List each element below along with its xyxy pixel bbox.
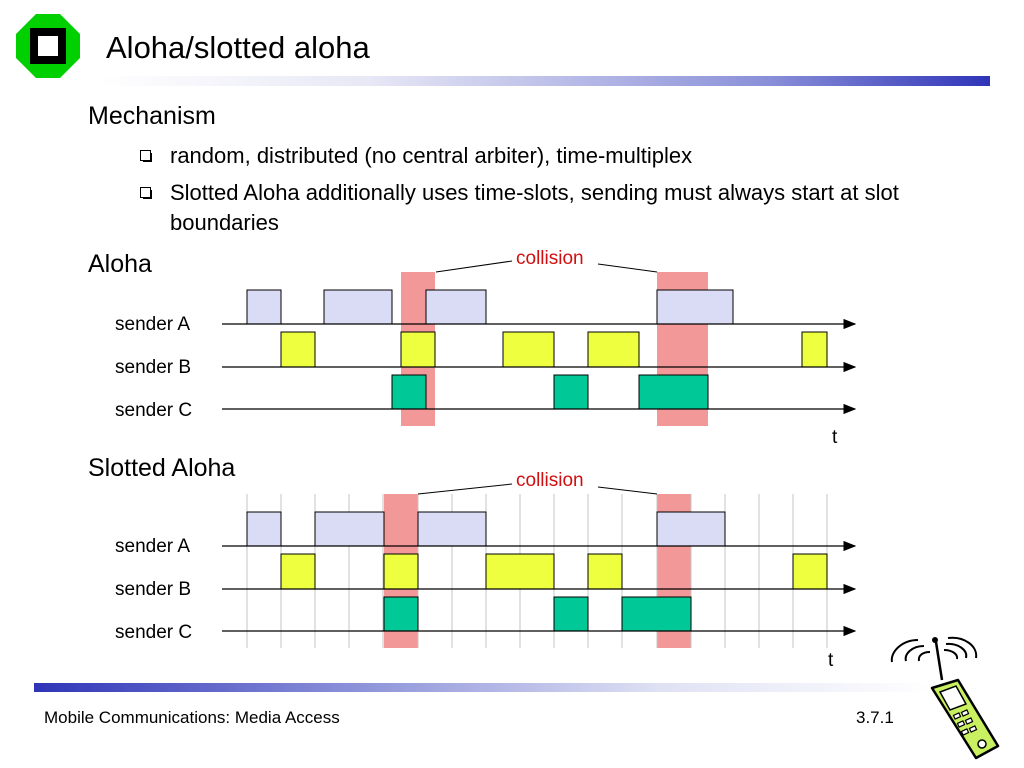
- packet: [656, 511, 726, 547]
- packet: [383, 553, 419, 590]
- packet: [587, 331, 640, 368]
- slotted-sender-c-packets: [383, 596, 692, 632]
- bullet-item: random, distributed (no central arbiter)…: [140, 141, 920, 171]
- aloha-collision-pointer: [597, 263, 658, 273]
- packet: [621, 596, 692, 632]
- footer-course-title: Mobile Communications: Media Access: [44, 708, 340, 727]
- slotted-collision-pointer: [417, 483, 513, 495]
- packet: [553, 596, 589, 632]
- slotted-collision-label: collision: [516, 470, 584, 491]
- packet: [502, 331, 555, 368]
- packet: [246, 511, 282, 547]
- packet: [246, 289, 282, 325]
- slotted-sender-b-packets: [280, 553, 828, 590]
- footer-slide-number: 3.7.1: [856, 708, 894, 727]
- aloha-sender-c-packets: [391, 374, 709, 410]
- slotted-sender-a-label: sender A: [115, 536, 190, 557]
- packet: [553, 374, 589, 410]
- university-logo-icon: [16, 14, 80, 78]
- aloha-sender-c-label: sender C: [115, 400, 193, 421]
- packet: [638, 374, 709, 410]
- aloha-collision-pointer: [435, 260, 513, 273]
- checkbox-bullet-icon: [140, 187, 152, 199]
- title-gradient-bar: [100, 76, 990, 86]
- aloha-sender-b-packets: [280, 331, 828, 368]
- bullet-text: random, distributed (no central arbiter)…: [170, 143, 693, 168]
- packet: [656, 289, 734, 325]
- packet: [383, 596, 419, 632]
- packet: [280, 331, 316, 368]
- bullet-item: Slotted Aloha additionally uses time-slo…: [140, 178, 920, 238]
- packet: [391, 374, 427, 410]
- packet: [425, 289, 487, 325]
- bullet-text: Slotted Aloha additionally uses time-slo…: [170, 180, 899, 235]
- aloha-sender-a-label: sender A: [115, 314, 190, 335]
- slotted-collision-pointer: [597, 486, 658, 495]
- packet: [485, 553, 555, 590]
- slotted-sender-c-label: sender C: [115, 622, 193, 643]
- aloha-heading: Aloha: [88, 250, 152, 278]
- slotted-time-label: t: [828, 650, 834, 671]
- checkbox-bullet-icon: [140, 150, 152, 162]
- packet: [587, 553, 623, 590]
- packet: [323, 289, 393, 325]
- aloha-collision-label: collision: [516, 248, 584, 269]
- slide-title: Aloha/slotted aloha: [106, 30, 370, 65]
- packet: [801, 331, 828, 368]
- slotted-sender-b-label: sender B: [115, 579, 192, 600]
- aloha-sender-a-packets: [246, 289, 734, 325]
- mobile-phone-clipart-icon: [890, 636, 1000, 760]
- footer-gradient-bar: [34, 683, 934, 692]
- packet: [400, 331, 436, 368]
- bullet-list: random, distributed (no central arbiter)…: [140, 141, 920, 238]
- mechanism-heading: Mechanism: [88, 102, 216, 130]
- aloha-time-label: t: [832, 427, 838, 448]
- packet: [792, 553, 828, 590]
- packet: [314, 511, 385, 547]
- packet: [280, 553, 316, 590]
- slotted-aloha-heading: Slotted Aloha: [88, 454, 236, 482]
- slotted-sender-a-packets: [246, 511, 726, 547]
- aloha-sender-b-label: sender B: [115, 357, 192, 378]
- packet: [417, 511, 487, 547]
